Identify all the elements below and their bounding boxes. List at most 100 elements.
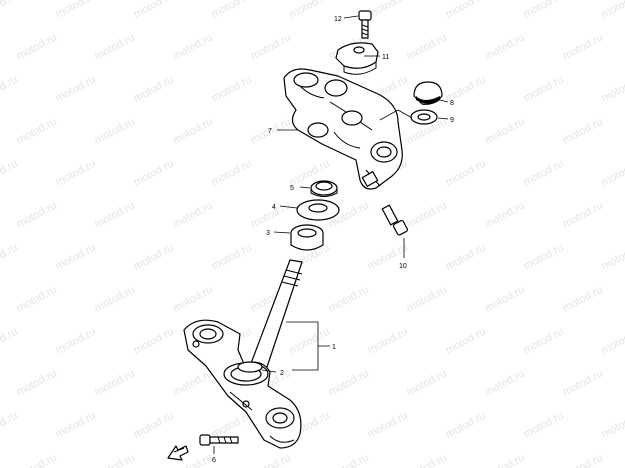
watermark-text: motod.ru <box>171 368 215 399</box>
callout-labels: 12 11 8 9 7 5 4 3 10 1 2 6 <box>212 16 454 464</box>
watermark-text: motod.ru <box>600 326 625 357</box>
watermark-text: motod.ru <box>405 284 449 315</box>
watermark-text: motod.ru <box>405 452 449 468</box>
watermark-text: motod.ru <box>561 284 605 315</box>
watermark-text: motod.ru <box>483 200 527 231</box>
callout-11: 11 <box>382 54 389 61</box>
bearing-3 <box>290 224 324 251</box>
watermark-text: motod.ru <box>93 200 137 231</box>
watermark-text: motod.ru <box>0 74 20 105</box>
callout-10: 10 <box>399 263 407 270</box>
watermark-text: motod.ru <box>600 158 625 189</box>
watermark-text: motod.ru <box>483 32 527 63</box>
watermark-text: motod.ru <box>483 116 527 147</box>
handlebar-holder-11 <box>335 42 379 75</box>
watermark-text: motod.ru <box>93 116 137 147</box>
watermark-text: motod.ru <box>600 242 625 273</box>
cap-8 <box>413 81 443 105</box>
washer-9 <box>410 109 438 125</box>
bearing-2 <box>237 361 263 373</box>
watermark-text: motod.ru <box>171 284 215 315</box>
watermark-text: motod.ru <box>561 368 605 399</box>
watermark-text: motod.ru <box>561 32 605 63</box>
watermark-text: motod.ru <box>210 158 254 189</box>
callout-9: 9 <box>450 117 454 124</box>
watermark-text: motod.ru <box>444 0 488 21</box>
watermark-text: motod.ru <box>132 0 176 21</box>
watermark-text: motod.ru <box>561 116 605 147</box>
watermark-text: motod.ru <box>132 242 176 273</box>
watermark-text: motod.ru <box>444 326 488 357</box>
watermark-text: motod.ru <box>15 200 59 231</box>
watermark-text: motod.ru <box>522 0 566 21</box>
watermark-text: motod.ru <box>405 32 449 63</box>
watermark-text: motod.ru <box>483 284 527 315</box>
watermark-text: motod.ru <box>93 452 137 468</box>
nut-5 <box>310 180 338 197</box>
watermark-text: motod.ru <box>444 158 488 189</box>
watermark-text: motod.ru <box>366 410 410 441</box>
watermark-text: motod.ru <box>171 116 215 147</box>
watermark-text: motod.ru <box>0 242 20 273</box>
watermark-text: motod.ru <box>522 410 566 441</box>
callout-6: 6 <box>212 457 216 464</box>
watermark-text: motod.ru <box>15 284 59 315</box>
watermark-text: motod.ru <box>327 452 371 468</box>
callout-4: 4 <box>272 204 276 211</box>
watermark-text: motod.ru <box>327 368 371 399</box>
watermark-text: motod.ru <box>0 410 20 441</box>
watermark-text: motod.ru <box>483 368 527 399</box>
watermark-text: motod.ru <box>132 410 176 441</box>
watermark-text: motod.ru <box>0 326 20 357</box>
watermark-text: motod.ru <box>483 452 527 468</box>
watermark-text: motod.ru <box>54 242 98 273</box>
watermark-text: motod.ru <box>405 200 449 231</box>
watermark-text: motod.ru <box>93 368 137 399</box>
callout-7: 7 <box>268 128 272 135</box>
watermark-text: motod.ru <box>522 326 566 357</box>
watermark-text: motod.ru <box>15 116 59 147</box>
callout-12: 12 <box>334 16 342 23</box>
watermark-text: motod.ru <box>171 32 215 63</box>
watermark-text: motod.ru <box>54 0 98 21</box>
watermark-text: motod.ru <box>54 326 98 357</box>
watermark-text: motod.ru <box>171 200 215 231</box>
watermark-text: motod.ru <box>405 368 449 399</box>
watermark-text: motod.ru <box>249 452 293 468</box>
watermark-text: motod.ru <box>0 158 20 189</box>
callout-8: 8 <box>450 100 454 107</box>
watermark-text: motod.ru <box>249 200 293 231</box>
watermark-text: motod.ru <box>93 32 137 63</box>
watermark-text: motod.ru <box>561 452 605 468</box>
watermark-text: motod.ru <box>132 158 176 189</box>
upper-bracket-7 <box>283 68 403 190</box>
bolt-10 <box>381 204 409 236</box>
watermark-text: motod.ru <box>444 242 488 273</box>
watermark-text: motod.ru <box>327 284 371 315</box>
watermark-text: motod.ru <box>54 158 98 189</box>
watermark-text: motod.ru <box>0 0 20 21</box>
watermark-text: motod.ru <box>210 242 254 273</box>
watermark-text: motod.ru <box>600 0 625 21</box>
watermark-text: motod.ru <box>15 452 59 468</box>
callout-1: 1 <box>332 344 336 351</box>
bolt-6 <box>199 434 239 446</box>
watermark-text: motod.ru <box>54 74 98 105</box>
watermark-text: motod.ru <box>522 74 566 105</box>
watermark-text: motod.ru <box>93 284 137 315</box>
watermark-text: motod.ru <box>15 368 59 399</box>
callout-2: 2 <box>280 370 284 377</box>
callout-3: 3 <box>266 230 270 237</box>
watermark-text: motod.ru <box>210 0 254 21</box>
watermark-text: motod.ru <box>132 326 176 357</box>
watermark-text: motod.ru <box>444 410 488 441</box>
watermark-text: motod.ru <box>522 158 566 189</box>
watermark-text: motod.ru <box>366 326 410 357</box>
watermark-text: motod.ru <box>210 74 254 105</box>
watermark-text: motod.ru <box>561 200 605 231</box>
watermark-text: motod.ru <box>288 326 332 357</box>
watermark-text: motod.ru <box>132 74 176 105</box>
watermark-text: motod.ru <box>15 32 59 63</box>
bolt-12 <box>358 10 372 39</box>
